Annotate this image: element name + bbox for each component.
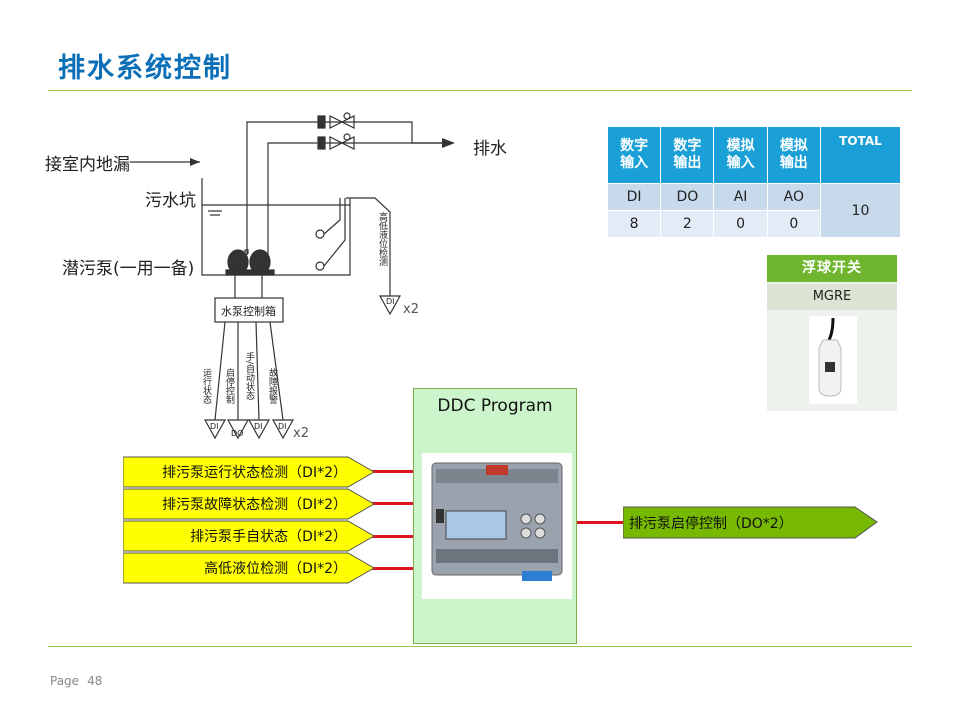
box-di-1: DI: [210, 422, 219, 431]
count-ai: 0: [713, 210, 768, 238]
count-do: 2: [660, 210, 715, 238]
box-di-2: DI: [254, 422, 263, 431]
count-di: 8: [606, 210, 662, 238]
type-di: DI: [606, 183, 662, 211]
box-signal-start-stop: 启停控制: [224, 368, 234, 404]
box-signal-run: 运行状态: [201, 368, 211, 404]
header-analog-output: 模拟输出: [766, 126, 821, 184]
float-switch-title: 浮球开关: [767, 255, 897, 282]
box-signal-hand-auto: 手/自动状态: [244, 352, 254, 401]
indoor-drain-label: 接室内地漏: [45, 155, 130, 175]
ddc-controller-image: [422, 453, 572, 599]
float-switch-card: 浮球开关 MGRE: [767, 255, 897, 411]
total-value: 10: [819, 183, 902, 238]
page-number: 48: [87, 674, 103, 688]
pumps-label: 潜污泵(一用一备): [62, 259, 195, 279]
wire-input-2: [371, 502, 413, 505]
count-ao: 0: [766, 210, 821, 238]
header-analog-input: 模拟输入: [713, 126, 768, 184]
input-arrow-level-detect: 高低液位检测（DI*2）: [123, 552, 375, 584]
discharge-label: 排水: [473, 139, 507, 159]
io-point-table: 数字输入 数字输出 模拟输入 模拟输出 TOTAL DI DO AI AO 10…: [606, 126, 902, 238]
float-switch-icon: [809, 316, 857, 404]
control-box-label: 水泵控制箱: [221, 305, 276, 318]
header-digital-output: 数字输出: [660, 126, 715, 184]
page-footer: Page 48: [50, 674, 110, 688]
wire-input-4: [371, 567, 413, 570]
title-rule: [48, 90, 912, 91]
discharge-pipe-2: [267, 142, 442, 255]
box-do: DO: [231, 429, 244, 438]
box-di-3: DI: [278, 422, 287, 431]
page-title: 排水系统控制: [58, 53, 232, 84]
level-x2-label: x2: [403, 302, 419, 317]
type-ao: AO: [766, 183, 821, 211]
wire-input-1: [371, 470, 413, 473]
footer-rule: [48, 646, 912, 647]
header-total: TOTAL: [819, 126, 902, 184]
output-arrow-start-stop: 排污泵启停控制（DO*2）: [623, 506, 878, 539]
input-arrow-fault-status: 排污泵故障状态检测（DI*2）: [123, 488, 375, 520]
level-di-label: DI: [386, 297, 395, 306]
type-ai: AI: [713, 183, 768, 211]
wire-output: [577, 521, 625, 524]
box-x2-label: x2: [293, 426, 309, 441]
header-digital-input: 数字输入: [606, 126, 662, 184]
input-arrow-run-status: 排污泵运行状态检测（DI*2）: [123, 456, 375, 488]
footer-label: Page: [50, 674, 80, 688]
box-signal-fault: 故障报警: [267, 368, 277, 404]
input-arrow-hand-auto: 排污泵手自状态（DI*2）: [123, 520, 375, 552]
float-switch-model: MGRE: [767, 284, 897, 310]
ddc-title: DDC Program: [437, 396, 553, 416]
type-do: DO: [660, 183, 715, 211]
sump-label: 污水坑: [145, 191, 196, 211]
level-detect-label: 高低液位检测: [377, 212, 387, 266]
ddc-program-panel: DDC Program: [413, 388, 577, 644]
wire-input-3: [371, 535, 413, 538]
